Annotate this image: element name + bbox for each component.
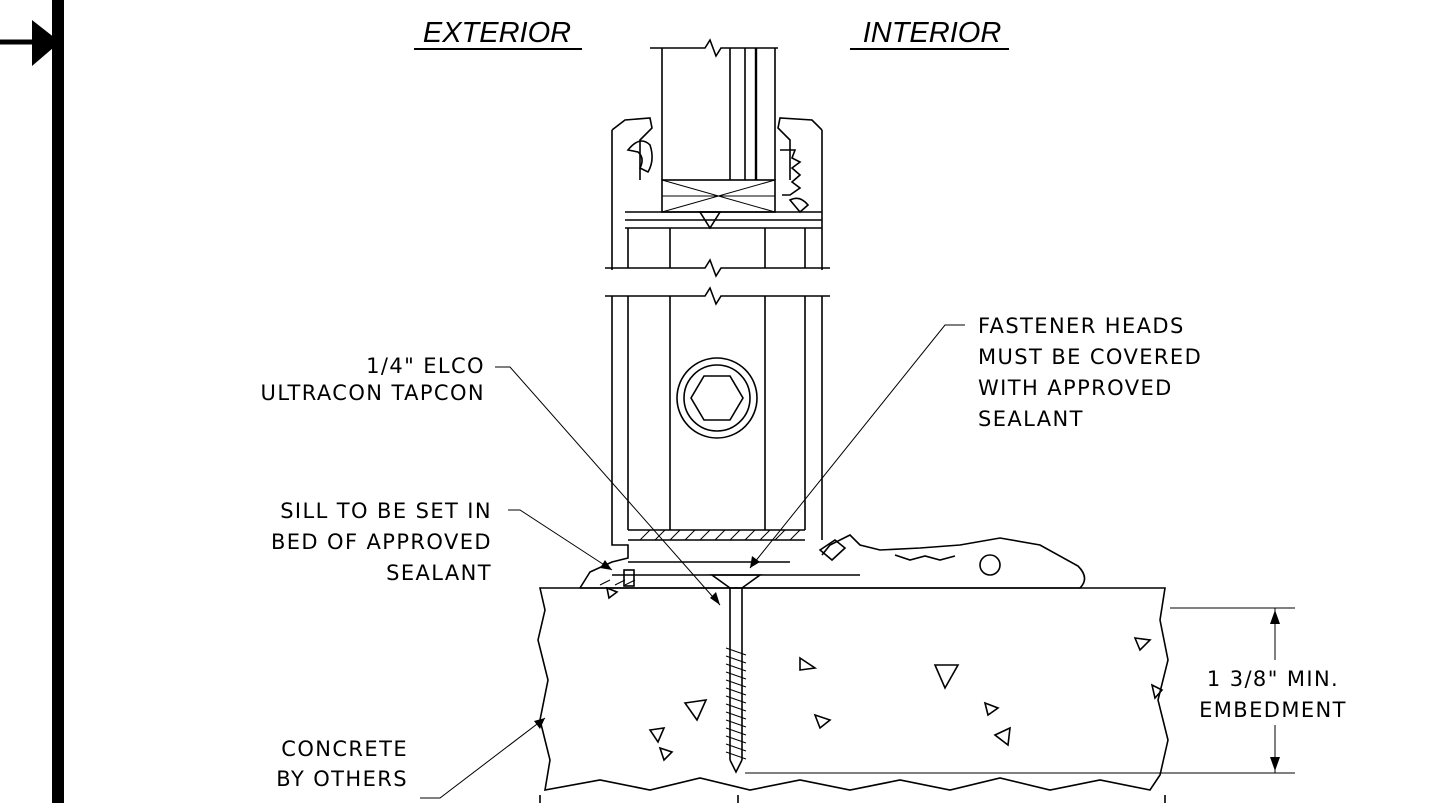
sheet-border: [0, 0, 64, 803]
fastener-note-line-4: SEALANT: [978, 407, 1084, 431]
lower-frame-section: [605, 286, 830, 541]
fastener-note-line-2: MUST BE COVERED: [978, 345, 1202, 369]
side-headers: EXTERIOR INTERIOR: [414, 17, 1009, 50]
sill-extrusion: [579, 534, 1086, 589]
exterior-header: EXTERIOR: [423, 17, 571, 49]
embedment-note: 1 3/8" MIN. EMBEDMENT: [1199, 667, 1347, 722]
sill-note-line-3: SEALANT: [386, 561, 492, 585]
sill-note-line-2: BED OF APPROVED: [271, 530, 492, 554]
concrete-note-line-2: BY OTHERS: [276, 767, 408, 791]
bolt-head-icon: [676, 357, 758, 439]
embedment-dimension: [745, 607, 1295, 774]
sill-note-line-1: SILL TO BE SET IN: [280, 499, 492, 523]
sill-note: SILL TO BE SET IN BED OF APPROVED SEALAN…: [271, 499, 492, 585]
aggregate-markings: [605, 586, 1164, 762]
anchor-note-line-2: ULTRACON TAPCON: [261, 381, 485, 405]
anchor-note: 1/4" ELCO ULTRACON TAPCON: [261, 354, 485, 405]
anchor-note-line-1: 1/4" ELCO: [366, 354, 485, 378]
concrete-slab: [537, 586, 1169, 803]
anchor-screw-icon: [709, 574, 763, 774]
fastener-note-line-3: WITH APPROVED: [978, 376, 1173, 400]
interior-header: INTERIOR: [863, 17, 1002, 49]
fastener-note: FASTENER HEADS MUST BE COVERED WITH APPR…: [978, 314, 1202, 431]
section-arrow-icon: [32, 20, 60, 66]
leader-lines: [420, 324, 965, 799]
embedment-note-line-1: 1 3/8" MIN.: [1207, 667, 1339, 691]
concrete-note: CONCRETE BY OTHERS: [276, 737, 408, 791]
embedment-note-line-2: EMBEDMENT: [1199, 698, 1347, 722]
upper-frame-section: [605, 38, 830, 278]
fastener-note-line-1: FASTENER HEADS: [978, 314, 1185, 338]
concrete-note-line-1: CONCRETE: [281, 737, 408, 761]
